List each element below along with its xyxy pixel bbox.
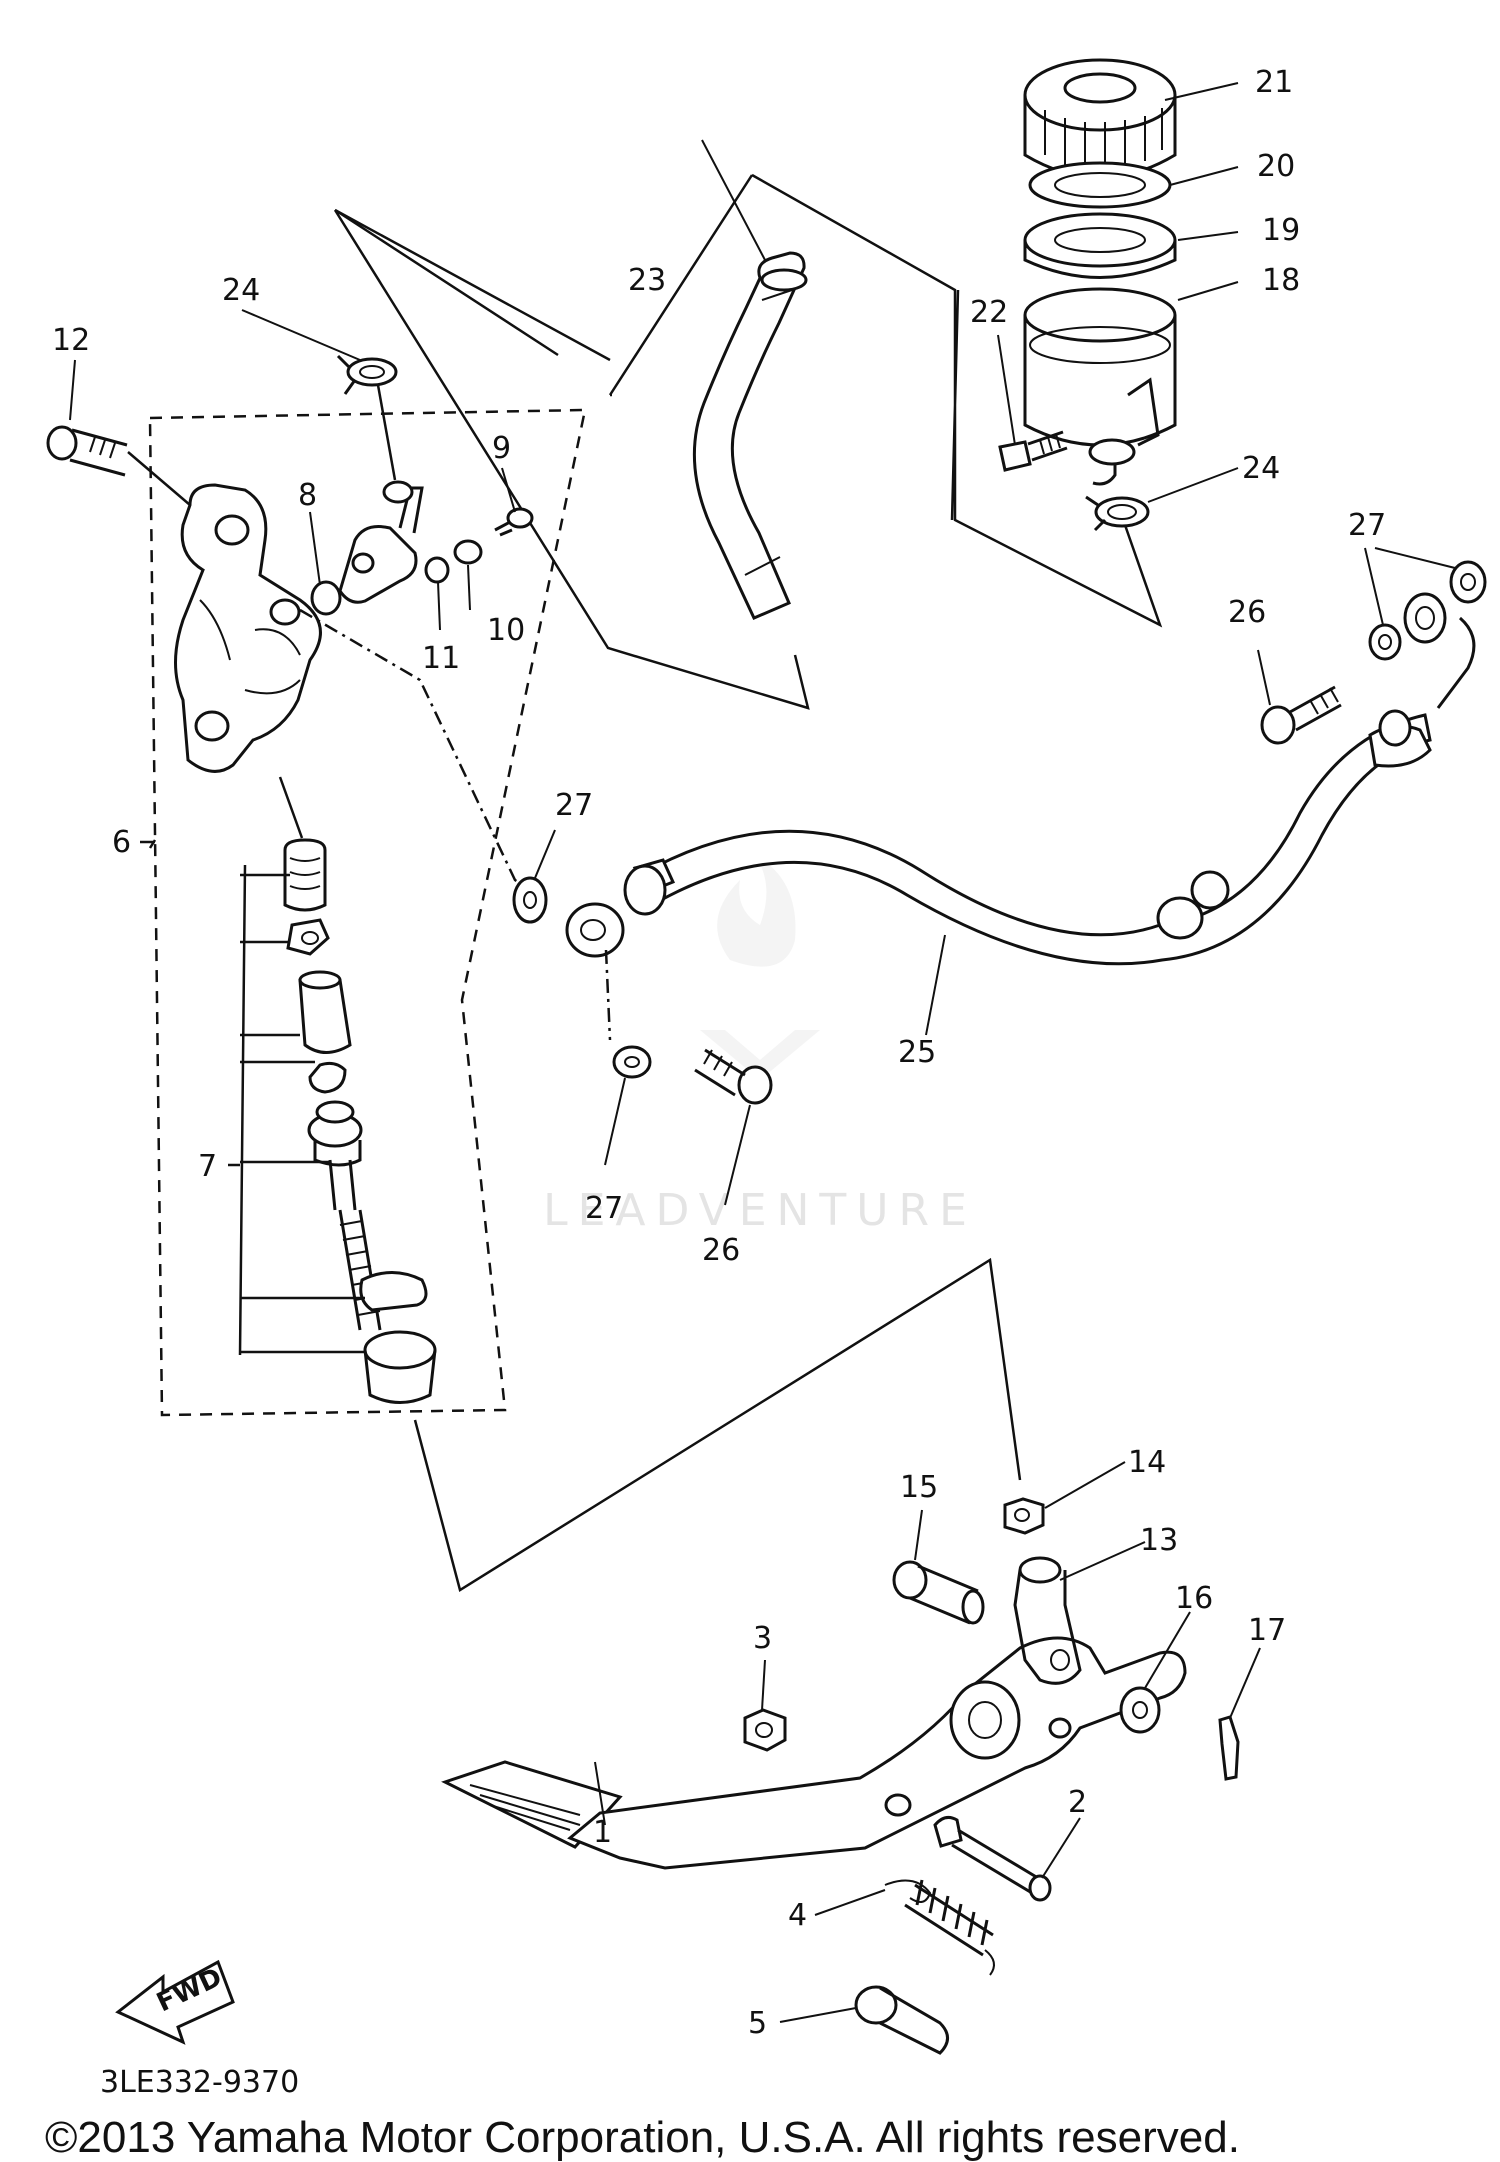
union-bolt-26-lower [694, 1048, 773, 1105]
spring-cover-5 [854, 1985, 949, 2055]
callout-labels: 1 2 3 4 5 6 7 8 9 10 11 12 13 14 15 16 1… [52, 65, 1386, 2041]
callout-27-lower: 27 [585, 1191, 623, 1226]
callout-14: 14 [1128, 1445, 1166, 1480]
nut-14 [1003, 1497, 1045, 1535]
hose-clamp-24-upper [336, 354, 398, 395]
washer-16 [1119, 1686, 1161, 1734]
master-cylinder-assembly-box-6 [148, 408, 587, 1417]
watermark-text: LEADVENTURE [543, 1185, 977, 1236]
callout-10: 10 [487, 613, 525, 648]
watermark-logo [700, 855, 820, 1080]
washer-10 [453, 539, 483, 565]
screw-9 [494, 507, 534, 537]
callout-3: 3 [753, 1621, 772, 1656]
union-bolt-26-upper [1260, 685, 1342, 745]
clevis-13 [1013, 1556, 1082, 1685]
clamp-to-fitting-line [376, 384, 397, 481]
callout-19: 19 [1262, 213, 1300, 248]
callout-21: 21 [1255, 65, 1293, 100]
washer-27-a [512, 876, 548, 924]
brake-hose-25 [565, 592, 1476, 966]
callout-6: 6 [112, 825, 131, 860]
leader-lines [69, 82, 1456, 2023]
cotter-pin-17 [1218, 1715, 1240, 1781]
callout-24-lower: 24 [1242, 451, 1280, 486]
callout-25: 25 [898, 1035, 936, 1070]
callout-15: 15 [900, 1470, 938, 1505]
callout-17: 17 [1248, 1613, 1286, 1648]
callout-2: 2 [1068, 1785, 1087, 1820]
callout-1: 1 [593, 1815, 612, 1850]
brake-pedal-1 [441, 1636, 1187, 1870]
copyright-notice: ©2013 Yamaha Motor Corporation, U.S.A. A… [45, 2113, 1240, 2162]
reservoir-cap-21 [1023, 58, 1177, 179]
callout-12: 12 [52, 323, 90, 358]
reservoir-hose-23 [692, 251, 808, 620]
callout-11: 11 [422, 641, 460, 676]
bracket-7 [228, 864, 365, 1356]
callout-9: 9 [492, 431, 511, 466]
hose-clamp-24-lower [1085, 495, 1150, 532]
callout-24-upper: 24 [222, 273, 260, 308]
callout-5: 5 [748, 2006, 767, 2041]
washer-27-d [1449, 560, 1487, 604]
diaphragm-plate-20 [1028, 161, 1172, 209]
banjo-line-lower [604, 949, 612, 1041]
banjo-line-upper [299, 608, 524, 887]
nut-3 [743, 1708, 787, 1752]
pivot-bolt-2 [933, 1815, 1052, 1902]
callout-16: 16 [1175, 1581, 1213, 1616]
bracket-6 [140, 839, 157, 849]
washer-27-c [1368, 623, 1402, 661]
bolt-12-line [127, 451, 191, 506]
reservoir-group-outline [751, 173, 1163, 628]
reservoir-hose-outline [608, 174, 754, 397]
internal-parts-7 [283, 838, 437, 1404]
hose-fitting [338, 480, 424, 604]
callout-23: 23 [628, 263, 666, 298]
callout-8: 8 [298, 478, 317, 513]
washer-27-b [612, 1045, 652, 1079]
callout-18: 18 [1262, 263, 1300, 298]
callout-4: 4 [788, 1898, 807, 1933]
callout-26-lower: 26 [702, 1233, 740, 1268]
callout-20: 20 [1257, 149, 1295, 184]
part-code: 3LE332-9370 [100, 2065, 299, 2100]
bolt-12 [46, 425, 128, 477]
pin-15 [892, 1560, 985, 1625]
callout-7: 7 [198, 1149, 217, 1184]
cylinder-to-parts-line [278, 776, 304, 839]
callout-13: 13 [1140, 1523, 1178, 1558]
assembly-box-outline [334, 208, 1022, 1592]
reservoir-tank-18 [1023, 287, 1177, 486]
callout-22: 22 [970, 295, 1008, 330]
callout-27-right: 27 [1348, 508, 1386, 543]
callout-27-hose: 27 [555, 788, 593, 823]
diaphragm-19 [1023, 212, 1177, 279]
bolt-22 [998, 430, 1068, 472]
callout-26-upper: 26 [1228, 595, 1266, 630]
o-ring-8 [310, 580, 342, 616]
hose-23-outline [333, 208, 810, 710]
master-cylinder-body [174, 483, 322, 773]
forward-direction-arrow-icon: FWD [115, 1959, 235, 2045]
return-spring-4 [884, 1879, 995, 1976]
washer-11 [424, 556, 450, 584]
